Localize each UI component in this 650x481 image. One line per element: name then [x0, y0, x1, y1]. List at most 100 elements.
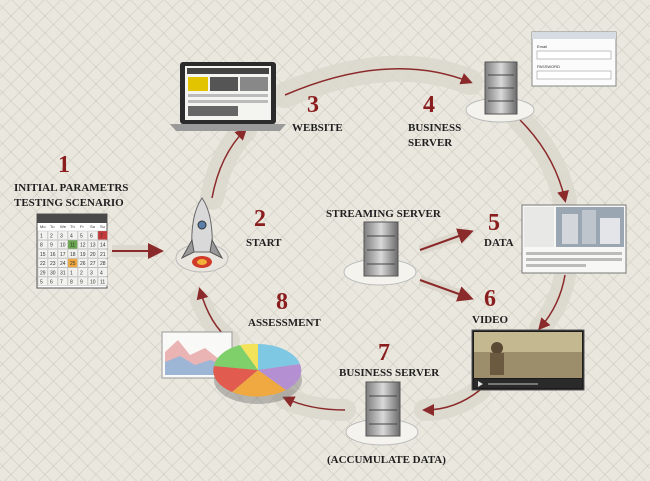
step-6-number: 6: [484, 286, 496, 312]
calendar-day: 22: [40, 261, 46, 267]
step-1-number: 1: [58, 152, 70, 178]
calendar-day: 29: [40, 270, 46, 276]
video-player-icon: [471, 329, 585, 391]
calendar-day: 6: [90, 234, 93, 240]
calendar-day: 8: [40, 243, 43, 249]
step-3-label: WEBSITE: [292, 122, 343, 134]
calendar-day-cell: [57, 249, 68, 259]
calendar-day: 3: [60, 234, 63, 240]
calendar-header-mo: Mo: [40, 224, 46, 229]
step-7-sublabel: (ACCUMULATE DATA): [327, 454, 446, 466]
calendar-day: 25: [70, 261, 76, 267]
calendar-day: 5: [40, 280, 43, 286]
calendar-day: 3: [90, 270, 93, 276]
calendar-day: 28: [100, 261, 106, 267]
calendar-day-cell: [97, 230, 108, 240]
step-6-label: VIDEO: [472, 314, 509, 326]
step-6: 6 VIDEO: [472, 286, 509, 326]
calendar-day-cell: [77, 230, 88, 240]
calendar-day: 31: [60, 270, 66, 276]
calendar-day: 4: [100, 270, 103, 276]
calendar-day-cell: [67, 267, 78, 277]
step-1-label-line2: TESTING SCENARIO: [14, 197, 124, 209]
calendar-day-cell: [47, 249, 58, 259]
calendar-day-cell: [87, 258, 98, 268]
calendar-day: 2: [80, 270, 83, 276]
step-7-label: BUSINESS SERVER: [339, 367, 440, 379]
calendar-day-cell: [97, 240, 108, 249]
calendar-day-cell: [47, 230, 58, 240]
streaming-server-icon: [343, 221, 417, 286]
calendar-day: 14: [100, 243, 106, 249]
step-7: 7 BUSINESS SERVER (ACCUMULATE DATA): [327, 340, 446, 466]
calendar-day-cell: [77, 267, 88, 277]
calendar-day-cell: [37, 240, 48, 249]
streaming-server-caption: STREAMING SERVER: [326, 208, 442, 220]
calendar-day: 10: [60, 243, 66, 249]
calendar-day-cell: [77, 240, 88, 249]
calendar-day-cell: [57, 267, 68, 277]
calendar-header-sa: Sa: [90, 224, 96, 229]
calendar-day-cell: [87, 230, 98, 240]
calendar-day: 30: [50, 270, 56, 276]
calendar-day: 10: [90, 280, 96, 286]
calendar-day: 1: [70, 270, 73, 276]
step-2-label: START: [246, 237, 282, 249]
step-3-number: 3: [307, 92, 319, 118]
calendar-day: 5: [80, 234, 83, 240]
calendar-day-cell: [97, 276, 108, 286]
calendar-day-cell: [77, 258, 88, 268]
calendar-header-we: We: [60, 224, 67, 229]
calendar-day: 7: [60, 280, 63, 286]
pie-chart-icon: [213, 343, 302, 404]
calendar-day: 15: [40, 252, 46, 258]
step-4-label-line1: BUSINESS: [408, 122, 461, 134]
step-1: 1 INITIAL PARAMETRS TESTING SCENARIO: [14, 152, 128, 209]
calendar-day-cell: [67, 258, 78, 268]
calendar-day: 1: [40, 234, 43, 240]
calendar-day-cell: [47, 240, 58, 249]
calendar-day-cell: [67, 230, 78, 240]
website-thumbnail-icon: [521, 204, 627, 274]
calendar-day: 4: [70, 234, 73, 240]
calendar-day-cell: [47, 276, 58, 286]
calendar-header-tu: Tu: [50, 224, 55, 229]
calendar-day: 7: [100, 234, 103, 240]
calendar-day: 13: [90, 243, 96, 249]
calendar-day-cell: [97, 258, 108, 268]
calendar-header-su: Su: [100, 224, 105, 229]
calendar-day-cell: [97, 267, 108, 277]
login-field2-label: PASSWORD: [537, 64, 560, 69]
calendar-day: 24: [60, 261, 66, 267]
calendar-day: 18: [70, 252, 76, 258]
calendar-day-cell: [77, 276, 88, 286]
calendar-day: 9: [80, 280, 83, 286]
calendar-day-cell: [37, 276, 48, 286]
step-5-number: 5: [488, 210, 500, 236]
calendar-day-cell: [57, 240, 68, 249]
calendar-header-fr: Fr: [80, 224, 84, 229]
calendar-day-cell: [37, 267, 48, 277]
calendar-day: 27: [90, 261, 96, 267]
step-8: 8 ASSESSMENT: [248, 289, 321, 329]
calendar-day-cell: [57, 258, 68, 268]
step-5: 5 DATA: [484, 210, 514, 249]
step-7-number: 7: [378, 340, 390, 366]
calendar-day-cell: [87, 240, 98, 249]
streaming-server-label: STREAMING SERVER: [326, 208, 442, 220]
step-8-number: 8: [276, 289, 288, 315]
calendar-day: 21: [100, 252, 106, 258]
calendar-day-cell: [47, 258, 58, 268]
arrow-to-data: [418, 227, 474, 255]
calendar-day-cell: [77, 249, 88, 259]
calendar-day: 11: [70, 243, 75, 249]
login-field1-label: Email: [537, 44, 547, 49]
calendar-day: 16: [50, 252, 56, 258]
calendar-header-th: Th: [70, 224, 75, 229]
step-5-label: DATA: [484, 237, 514, 249]
calendar-day: 8: [70, 280, 73, 286]
calendar-day: 20: [90, 252, 96, 258]
